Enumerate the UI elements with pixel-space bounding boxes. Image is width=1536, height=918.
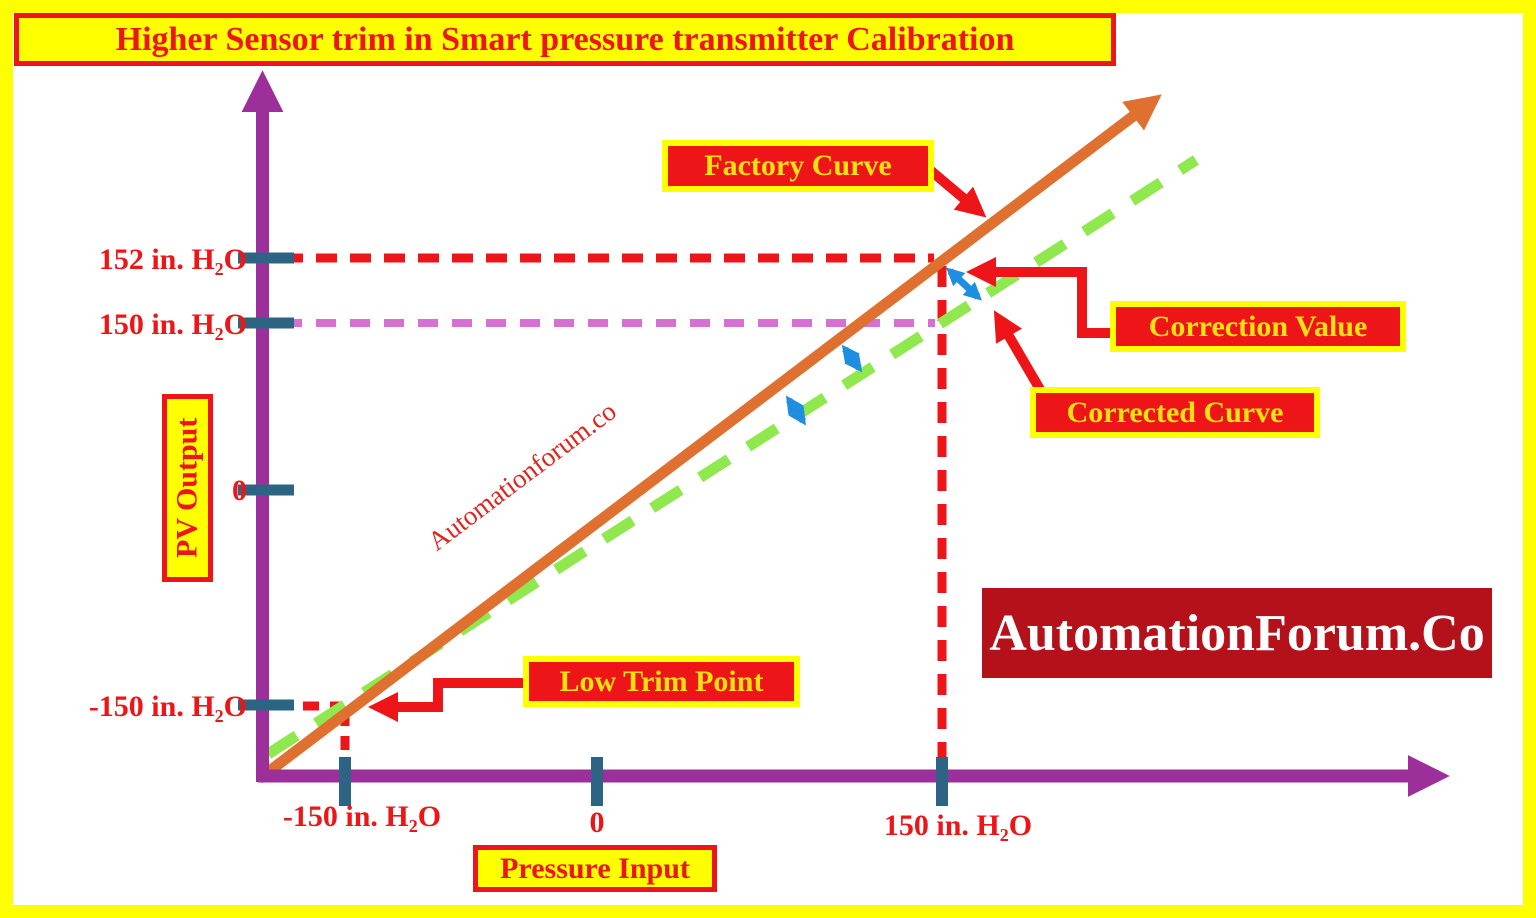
y-tick-label-150: 150 in. H₂O <box>98 308 247 341</box>
x-tick-label-neg150: -150 in. H₂O <box>282 800 442 833</box>
page-title: Higher Sensor trim in Smart pressure tra… <box>14 13 1116 66</box>
y-tick-label-152: 152 in. H₂O <box>98 243 247 276</box>
x-tick-label-0: 0 <box>589 806 605 839</box>
x-axis-title: Pressure Input <box>473 845 717 892</box>
x-axis-ticks <box>339 757 948 806</box>
correction-value-label: Correction Value <box>1110 301 1406 352</box>
factory-curve-pointer-arrow <box>926 166 987 218</box>
low-trim-point-label: Low Trim Point <box>523 656 800 707</box>
correction-arrow-icons <box>786 267 982 426</box>
corrected-curve-label: Corrected Curve <box>1030 387 1320 438</box>
factory-curve-label: Factory Curve <box>662 140 934 192</box>
y-tick-label-neg150: -150 in. H₂O <box>88 690 247 723</box>
correction-value-pointer-arrow <box>966 257 1112 338</box>
factory-curve-line <box>255 94 1162 784</box>
y-axis-ticks <box>238 252 294 711</box>
low-trim-pointer-arrow <box>368 678 525 722</box>
y-tick-label-0: 0 <box>232 474 247 507</box>
x-tick-label-150: 150 in. H₂O <box>883 809 1033 842</box>
corrected-curve-pointer-arrow <box>993 310 1050 401</box>
brand-logo: AutomationForum.Co <box>982 588 1492 678</box>
y-axis-title: PV Output <box>162 394 213 582</box>
